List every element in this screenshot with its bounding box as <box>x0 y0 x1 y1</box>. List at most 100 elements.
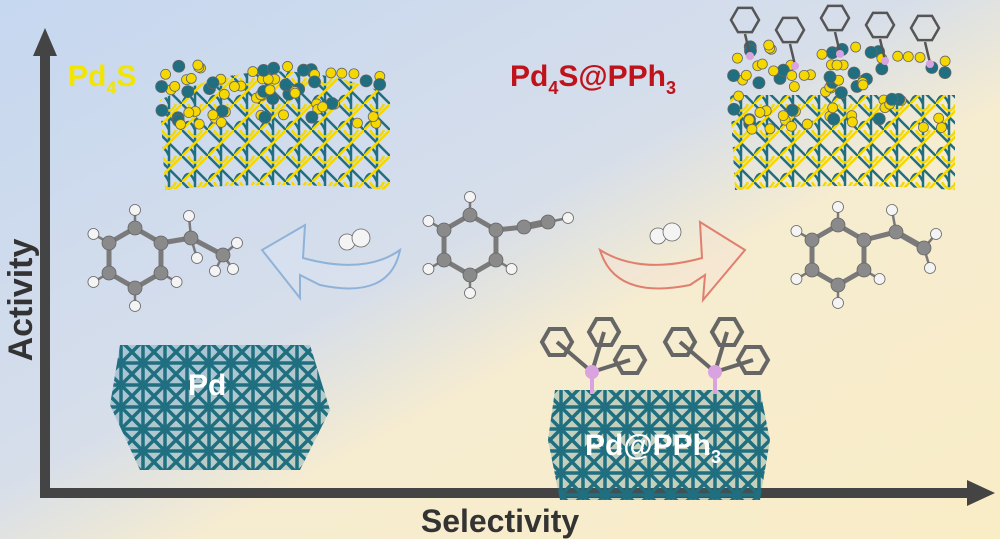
pd4s-cluster <box>155 59 390 190</box>
pd4s-label: Pd4S <box>68 60 136 98</box>
carbon-atom <box>916 240 932 256</box>
phenyl-ring <box>586 317 622 347</box>
h2-molecule <box>338 228 371 251</box>
sulfur-atom <box>207 109 219 121</box>
molecules <box>87 191 942 312</box>
sulfur-atom <box>732 52 743 64</box>
phenyl-ring <box>612 345 648 375</box>
sulfur-atom <box>367 111 379 123</box>
palladium-atom <box>752 76 766 90</box>
sulfur-atom <box>192 59 204 71</box>
palladium-atom <box>258 110 272 124</box>
palladium-atom <box>885 92 899 106</box>
sulfur-atom <box>798 69 810 81</box>
bond <box>878 38 887 61</box>
sulfur-atom <box>786 70 798 81</box>
sulfur-atom <box>743 114 755 126</box>
sulfur-atom <box>282 61 293 72</box>
hydrogen-atom <box>505 263 518 275</box>
palladium-atom <box>727 69 740 82</box>
hydrogen-atom <box>886 204 898 216</box>
sulfur-atom <box>278 109 289 121</box>
carbon-atom <box>856 262 872 278</box>
hydrogen-atom <box>464 191 476 203</box>
sulfur-atom <box>827 102 839 114</box>
palladium-atom <box>938 66 952 80</box>
sulfur-atom <box>264 84 276 96</box>
sulfur-atom <box>763 39 775 51</box>
sulfur-atom <box>768 65 779 77</box>
phenyl-ring <box>819 4 851 32</box>
hydrogen-atom <box>662 222 682 242</box>
sulfur-atom <box>352 117 363 129</box>
pph3-ligand <box>539 317 648 394</box>
carbon-atom <box>540 214 556 230</box>
palladium-atom <box>206 76 220 90</box>
hydrogen-atom <box>422 263 435 275</box>
bond <box>678 340 717 374</box>
molecule <box>87 204 243 312</box>
sulfur-atom <box>933 112 945 124</box>
hydrogen-atom <box>129 300 141 312</box>
hydrogen-atom <box>351 228 371 248</box>
hydrogen-atom <box>790 273 803 285</box>
sulfur-atom <box>816 48 828 60</box>
palladium-atom <box>279 78 293 92</box>
phenyl-ring <box>539 327 575 357</box>
hydrogen-atom <box>170 276 183 288</box>
phenyl-ring <box>774 16 806 44</box>
carbon-atom <box>127 280 143 296</box>
sulfur-atom <box>193 118 205 130</box>
hydrogen-atom <box>87 228 100 240</box>
palladium-atom <box>267 61 281 75</box>
palladium-atom <box>181 85 195 99</box>
carbon-atom <box>101 265 117 281</box>
bond <box>923 41 932 64</box>
sulfur-atom <box>788 81 800 92</box>
carbon-atom <box>830 217 846 233</box>
pd4s-pph3-label: Pd4S@PPh3 <box>510 60 676 98</box>
sulfur-atom <box>786 120 797 132</box>
carbon-atom <box>436 222 452 238</box>
phosphorus-atom <box>791 62 799 70</box>
palladium-atom <box>834 86 848 100</box>
hydrogen-atom <box>129 204 141 216</box>
palladium-atom <box>359 74 373 88</box>
carbon-atom <box>462 207 478 223</box>
pd4s-pph3-cluster <box>727 4 955 190</box>
pph3-ligand <box>662 317 771 394</box>
phenyl-ring <box>709 317 745 347</box>
phosphorus-atom <box>836 50 844 58</box>
sulfur-atom <box>902 51 914 63</box>
hydrogen-atom <box>191 252 203 264</box>
hydrogen-atom <box>422 215 435 227</box>
phenyl-ring <box>662 327 698 357</box>
sulfur-atom <box>325 67 337 79</box>
carbon-atom <box>101 235 117 251</box>
molecule <box>790 201 942 309</box>
sulfur-atom <box>247 66 259 77</box>
palladium-atom <box>864 45 878 59</box>
carbon-atom <box>804 262 820 278</box>
sulfur-atom <box>317 101 329 113</box>
bond <box>833 31 842 54</box>
sulfur-atom <box>936 122 947 133</box>
palladium-atom <box>308 75 321 89</box>
carbon-atom <box>488 252 504 268</box>
pd-label: Pd <box>188 369 226 402</box>
palladium-atom <box>155 103 169 117</box>
carbon-atom <box>127 220 143 236</box>
bond <box>743 33 752 56</box>
hydrogen-atom <box>873 273 886 285</box>
phosphorus-atom <box>881 57 889 65</box>
carbon-atom <box>153 265 169 281</box>
carbon-atom <box>856 232 872 248</box>
carbon-atom <box>153 235 169 251</box>
palladium-atom <box>827 112 841 126</box>
sulfur-atom <box>918 121 929 133</box>
sulfur-atom <box>169 80 181 92</box>
x-axis <box>40 480 995 506</box>
sulfur-atom <box>892 50 904 62</box>
sulfur-atom <box>185 73 197 84</box>
pd-pph3-label: Pd@PPh3 <box>585 429 721 467</box>
